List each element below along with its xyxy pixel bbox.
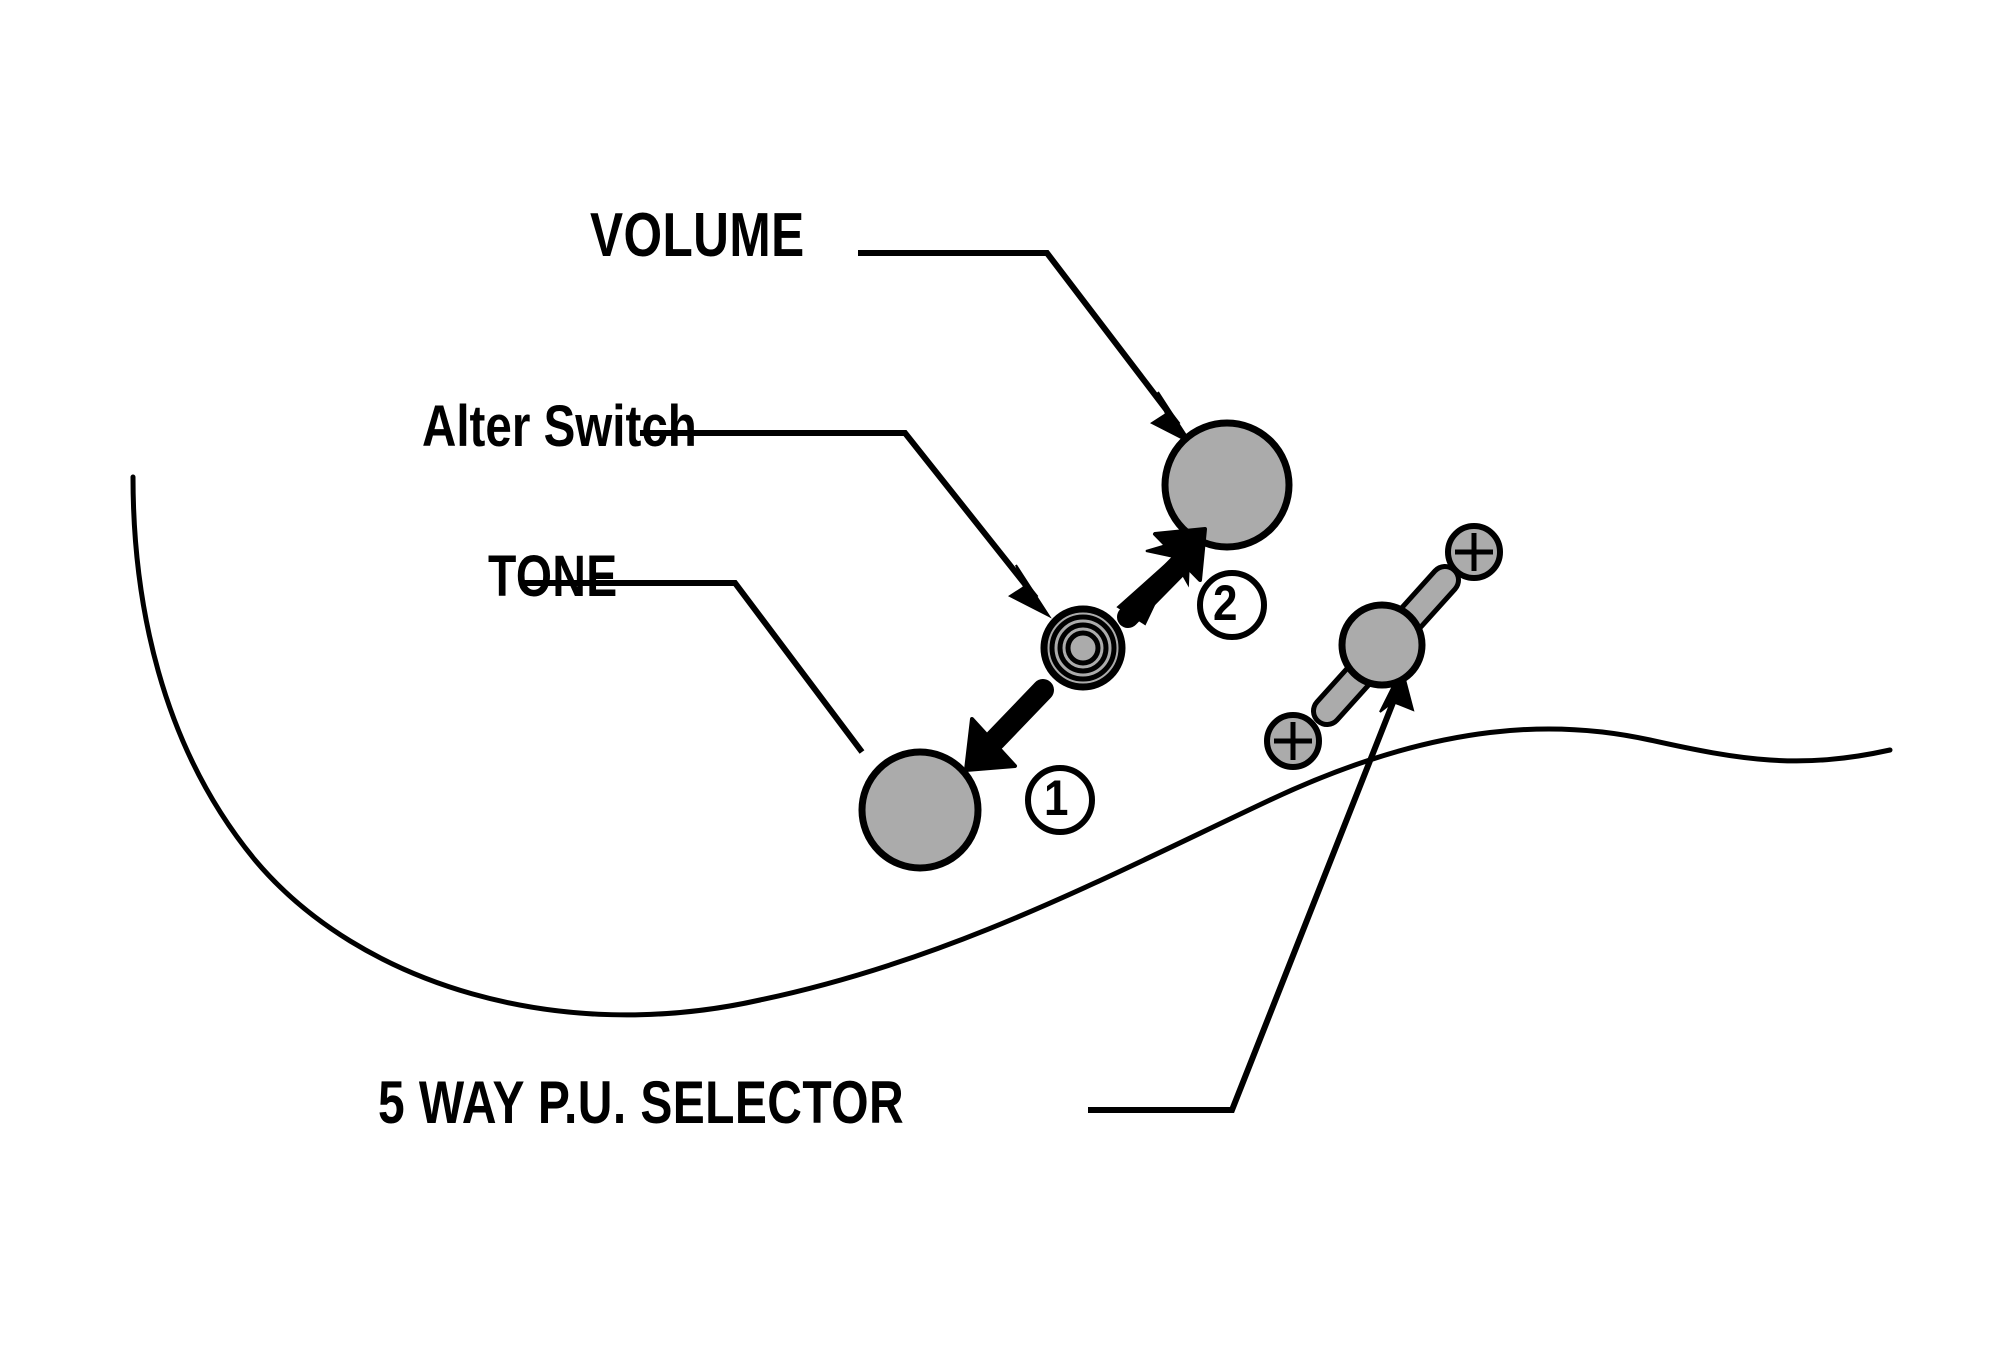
alter-switch-leader-arrowhead (1007, 564, 1052, 619)
alter-switch-knob[interactable] (1040, 605, 1126, 691)
label-pu-selector: 5 WAY P.U. SELECTOR (378, 1069, 905, 1136)
position-one-arrow (964, 679, 1054, 772)
position-marker-one-circle (1025, 765, 1095, 835)
body-lower-curve (130, 474, 1893, 1018)
selector-lever-cap (1338, 601, 1426, 689)
screw-lower (1264, 712, 1322, 770)
guitar-body-outline (130, 474, 1893, 1018)
screw-upper (1445, 523, 1503, 581)
position-marker-two-label: 2 (1213, 575, 1238, 631)
selector-lever[interactable] (1311, 564, 1461, 727)
position-two-arrow (1116, 527, 1207, 628)
volume-knob[interactable] (1161, 419, 1293, 551)
label-volume: VOLUME (590, 201, 805, 270)
position-marker-one-label: 1 (1044, 770, 1069, 826)
tone-knob[interactable] (858, 748, 982, 872)
label-alter-switch: Alter Switch (422, 394, 697, 459)
tone-leader-line (520, 580, 865, 754)
volume-leader-arrowhead (1149, 391, 1194, 446)
position-marker-two-circle (1197, 570, 1267, 640)
label-tone: TONE (488, 544, 618, 609)
alter-switch-leader-line (640, 430, 1052, 619)
volume-leader-line (858, 250, 1194, 446)
selector-leader-line (1088, 665, 1415, 1113)
